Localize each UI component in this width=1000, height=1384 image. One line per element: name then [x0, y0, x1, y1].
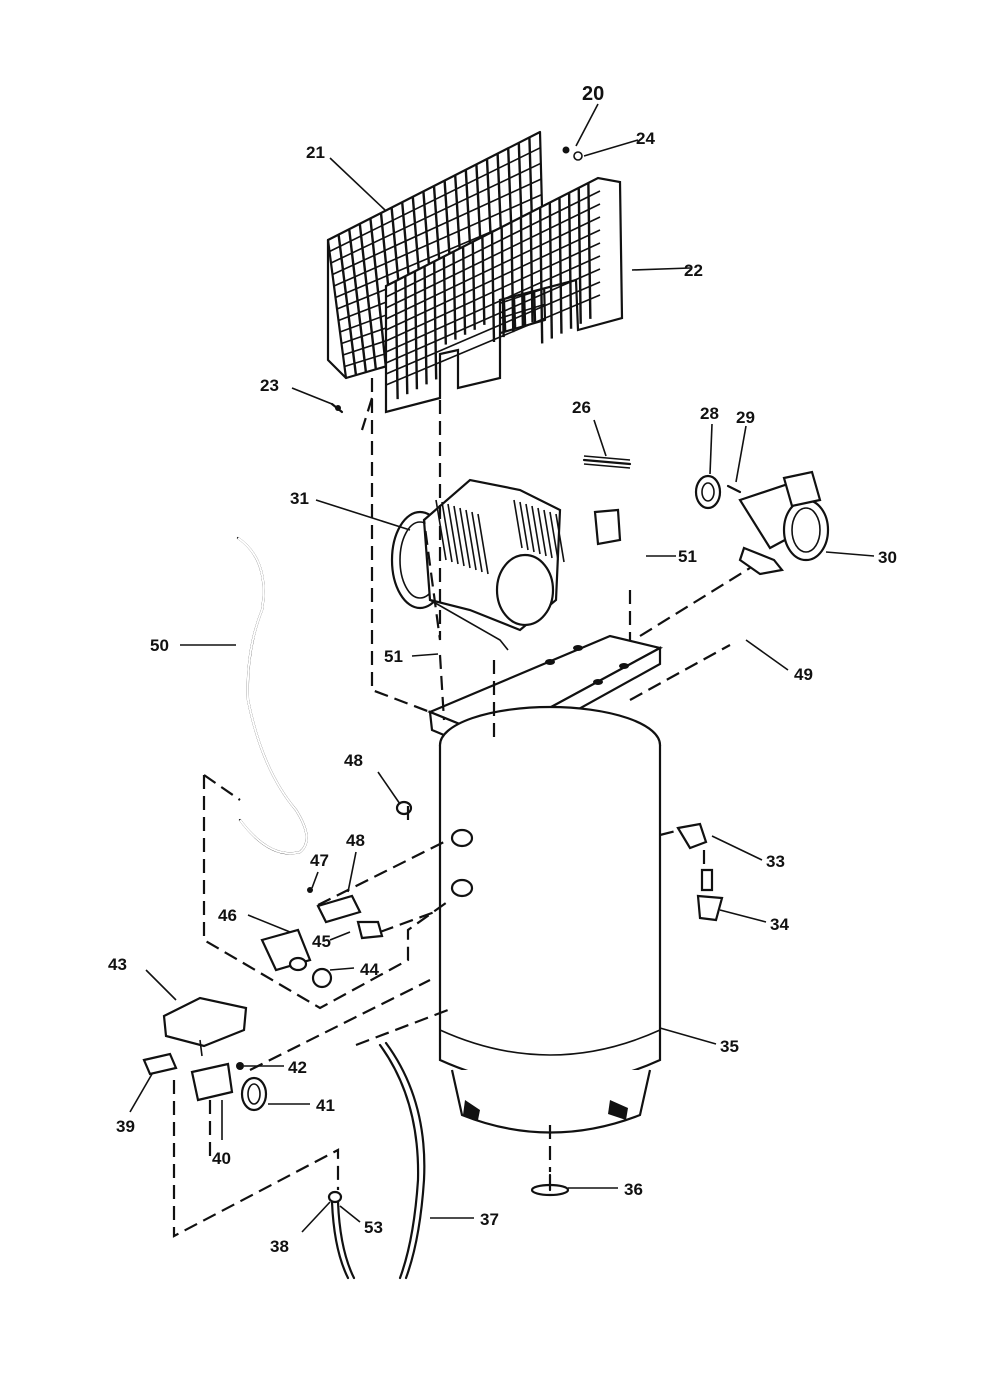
- callout-47: 47: [310, 851, 329, 870]
- callout-39: 39: [116, 1117, 135, 1136]
- callout-22: 22: [684, 261, 703, 280]
- tube-50: [236, 536, 308, 855]
- fitting-45: [356, 920, 384, 940]
- callout-40: 40: [212, 1149, 231, 1168]
- fitting-39: [142, 1052, 178, 1076]
- callout-24: 24: [636, 129, 655, 148]
- gauge-41: [240, 1076, 268, 1112]
- callout-23: 23: [260, 376, 279, 395]
- callout-35: 35: [720, 1037, 739, 1056]
- alignment-lines: [172, 378, 751, 1238]
- callout-30: 30: [878, 548, 897, 567]
- tube-38: [330, 1200, 356, 1280]
- callout-38: 38: [270, 1237, 289, 1256]
- fitting-42: [236, 1062, 244, 1070]
- callout-50: 50: [150, 636, 169, 655]
- callout-31: 31: [290, 489, 309, 508]
- belt-guard-front: [384, 176, 624, 414]
- callout-44: 44: [360, 960, 379, 979]
- callout-28: 28: [700, 404, 719, 423]
- motor-30: [738, 470, 830, 576]
- fitting-48: [316, 894, 362, 924]
- callout-48-upper: 48: [344, 751, 363, 770]
- callout-51-left: 51: [384, 647, 403, 666]
- manifold-40: [190, 1062, 234, 1102]
- callout-36: 36: [624, 1180, 643, 1199]
- key-29: [726, 484, 742, 494]
- pump-31: [390, 478, 622, 651]
- callout-48-lower: 48: [346, 831, 365, 850]
- pressure-switch-43: [162, 996, 248, 1057]
- pump-cylinder-fins: [435, 499, 565, 575]
- callout-26: 26: [572, 398, 591, 417]
- nut-53: [327, 1190, 343, 1204]
- drain-36: [530, 1173, 570, 1197]
- callout-53: 53: [364, 1218, 383, 1237]
- nut-44: [311, 967, 333, 989]
- check-valve-46: [260, 928, 312, 972]
- callout-20: 20: [582, 83, 604, 105]
- callout-45: 45: [312, 932, 331, 951]
- callout-37: 37: [480, 1210, 499, 1229]
- callout-51-right: 51: [678, 547, 697, 566]
- callout-labels: 20 21 24 22 23 26 28 29 31 51 30 50 51 4…: [108, 83, 897, 1256]
- tank-35: [438, 705, 662, 1134]
- leader-lines: [129, 103, 875, 1233]
- drain-valve-34: [696, 868, 724, 922]
- callout-46: 46: [218, 906, 237, 925]
- screw-23: [330, 402, 344, 414]
- elbow-33: [676, 822, 708, 850]
- callout-21: 21: [306, 143, 325, 162]
- callout-41: 41: [316, 1096, 335, 1115]
- callout-33: 33: [766, 852, 785, 871]
- belt-26: [582, 455, 632, 469]
- screw-20: [562, 146, 583, 161]
- tube-37: [378, 1041, 426, 1280]
- motor-pulley-28: [694, 474, 722, 510]
- callout-43: 43: [108, 955, 127, 974]
- callout-42: 42: [288, 1058, 307, 1077]
- callout-29: 29: [736, 408, 755, 427]
- fitting-47: [307, 887, 313, 893]
- callout-49: 49: [794, 665, 813, 684]
- callout-34: 34: [770, 915, 789, 934]
